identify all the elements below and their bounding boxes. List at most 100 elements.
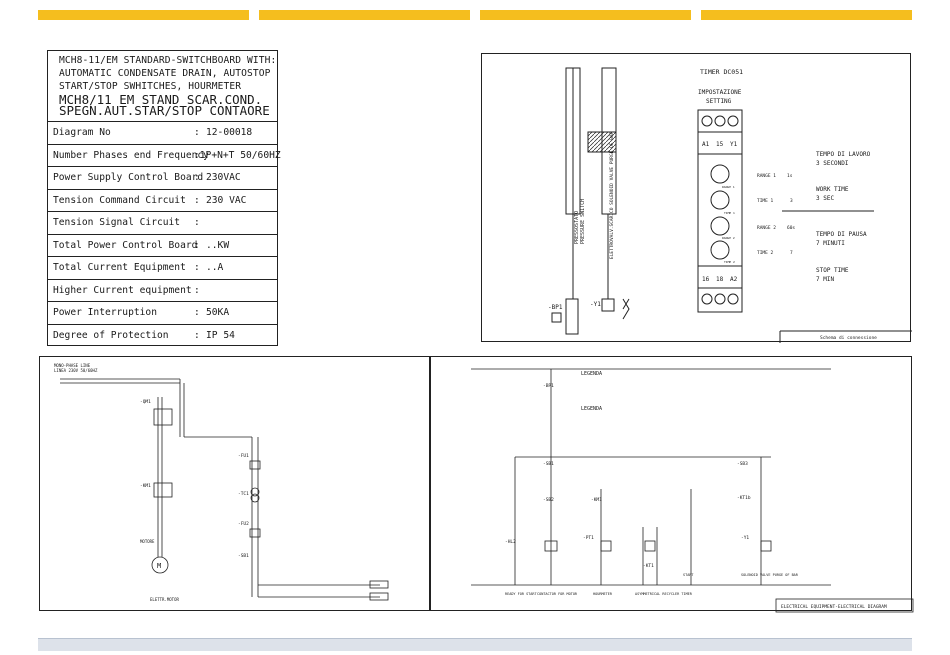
spec-colon: :: [194, 307, 200, 319]
km1-coil: [544, 540, 558, 552]
hourmeter: [600, 540, 612, 552]
power-circuit-diagram: MONO-PHASE LINE LINEA 230V 50/60HZ -QM1 …: [54, 363, 389, 602]
spec-label: Power Interruption: [53, 307, 157, 319]
kt1-comp: -KT1: [643, 563, 654, 569]
kt1-coil: [644, 540, 656, 552]
spec-colon: :: [194, 127, 200, 139]
spec-label: Degree of Protection: [53, 330, 169, 342]
time2-value: 7: [790, 250, 793, 256]
diagram-footer-caption: ELECTRICAL EQUIPMENT-ELECTRICAL DIAGRAM: [781, 604, 887, 610]
timer-setting: IMPOSTAZIONE: [698, 89, 742, 96]
km1-contactor: [153, 482, 173, 498]
note-work: TEMPO DI LAVORO: [816, 151, 871, 158]
km1-comp: -KM1: [591, 497, 602, 503]
spec-label: Tension Signal Circuit: [53, 217, 181, 229]
supply-label: LINEA 230V 50/60HZ: [54, 368, 98, 373]
note-pause: 7 MINUTI: [816, 240, 845, 247]
motor-label: MOTORE: [140, 539, 155, 544]
header-bar-2: [259, 10, 470, 20]
hl2-comp: -HL2: [505, 539, 516, 545]
caption-start: START: [683, 573, 694, 577]
spec-row: Total Current Equipment:..A: [48, 257, 277, 280]
header-bar-1: [38, 10, 249, 20]
spec-row: Degree of Protection:IP 54: [48, 325, 277, 348]
power-circuit-panel: MONO-PHASE LINE LINEA 230V 50/60HZ -QM1 …: [39, 356, 430, 611]
spec-row: Power Supply Control Board:230VAC: [48, 167, 277, 190]
note-stop: STOP TIME: [816, 267, 849, 274]
terminal-label: 15: [716, 141, 724, 148]
spec-title: MCH8-11/EM STANDARD-SWITCHBOARD WITH: AU…: [48, 51, 277, 122]
knob-label: TIME 1: [724, 211, 735, 215]
note-stop: 7 MIN: [816, 276, 834, 283]
note-work: 3 SECONDI: [816, 160, 849, 167]
spec-label: Total Current Equipment: [53, 262, 186, 274]
spec-label: Total Power Control Board: [53, 239, 198, 251]
knob-label: TIME 2: [724, 260, 735, 264]
solenoid-label: ELETTROVALV.SCARICO SOLENOID VALVE PURGE…: [609, 131, 615, 259]
timer-connection-diagram: PRESSOSTATO PRESSURE SWITCH ELETTROVALV.…: [548, 67, 912, 343]
pt1-comp: -PT1: [583, 535, 594, 541]
spec-label: Diagram No: [53, 127, 111, 139]
timer-setting: SETTING: [706, 98, 732, 105]
terminal-label: 16: [702, 276, 710, 283]
header-bar-3: [480, 10, 691, 20]
terminal-label: A1: [702, 141, 710, 148]
title-it-line: SPEGN.AUT.STAR/STOP CONTAORE: [59, 103, 270, 119]
sb3-comp: -SB3: [737, 461, 748, 467]
spec-colon: :: [194, 217, 200, 229]
spec-value: 230VAC: [206, 172, 241, 184]
spec-colon: :: [194, 262, 200, 274]
timer-title: TIMER DC051: [700, 68, 743, 76]
spec-label: Higher Current equipment: [53, 284, 192, 296]
bp1-label: -BP1: [548, 304, 563, 311]
note-pause: TEMPO DI PAUSA: [816, 231, 867, 238]
note-work-en: 3 SEC: [816, 195, 834, 202]
spec-colon: :: [194, 239, 200, 251]
bp1-symbol: [565, 298, 579, 335]
spec-value: IP 54: [206, 330, 235, 342]
footer-bar: [38, 638, 912, 651]
spec-colon: :: [194, 172, 200, 184]
bp1-comp: -BP1: [543, 383, 554, 389]
spec-label: Tension Command Circuit: [53, 194, 186, 206]
terminal-label: 18: [716, 276, 724, 283]
kt1b-comp: -KT1b: [737, 495, 751, 501]
time1-label: TIME 1: [757, 198, 774, 204]
caption-hourmeter: HOURMETER: [593, 592, 613, 596]
km1-label: -KM1: [140, 483, 151, 489]
control-circuit-panel: LEGENDA LEGENDA -BP1 -SB1 -SB2 -KM1 -HL2…: [430, 356, 914, 613]
spec-row: Number Phases end Frequency:1P+N+T 50/60…: [48, 145, 281, 167]
motor-caption: ELETTR.MOTOR: [150, 597, 179, 602]
motor-symbol: [151, 556, 169, 574]
y1-symbol: [601, 298, 615, 312]
y1-coil: [760, 540, 772, 552]
qm1-label: -QM1: [140, 399, 151, 405]
spec-label: Power Supply Control Board: [53, 172, 204, 184]
spec-row: Tension Command Circuit:230 VAC: [48, 190, 277, 212]
spec-row: Higher Current equipment:: [48, 280, 277, 302]
legend-title: LEGENDA: [581, 406, 602, 412]
spec-value: 50KA: [206, 307, 230, 319]
spec-row: Total Power Control Board: ..KW: [48, 235, 277, 257]
terminal-label: A2: [730, 276, 738, 283]
spec-value: 12-00018: [206, 127, 253, 139]
fu1-label: -FU1: [238, 453, 249, 459]
pressure-switch-label: PRESSOSTATO: [574, 211, 580, 244]
range1-label: RANGE 1: [757, 173, 776, 179]
spec-label: Number Phases end Frequency: [53, 149, 209, 161]
tc1-label: -TC1: [238, 491, 249, 497]
terminal-label: Y1: [730, 141, 738, 148]
caption-contactor: CONTACTOR FOR MOTOR: [537, 592, 578, 596]
title-en-line: MCH8-11/EM STANDARD-SWITCHBOARD WITH:: [59, 55, 277, 66]
note-work-en: WORK TIME: [816, 186, 849, 193]
sb2-comp: -SB2: [543, 497, 554, 503]
spec-value: ..KW: [206, 239, 230, 251]
timer-connection-panel: PRESSOSTATO PRESSURE SWITCH ELETTROVALV.…: [481, 53, 912, 343]
timer-caption: Schema di connessione: [820, 335, 877, 341]
fu1-fuse: [249, 460, 261, 470]
spec-colon: :: [194, 149, 200, 161]
spec-colon: :: [194, 284, 200, 296]
knob-label: RANGE 1: [722, 185, 735, 189]
spec-row: Diagram No:12-00018: [48, 122, 277, 145]
spec-table: MCH8-11/EM STANDARD-SWITCHBOARD WITH: AU…: [47, 50, 281, 348]
